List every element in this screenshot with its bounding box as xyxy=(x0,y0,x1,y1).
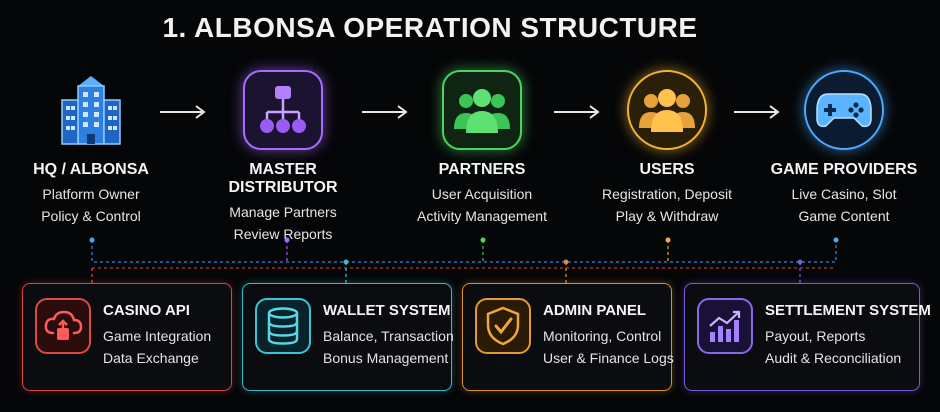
module-desc-1: Monitoring, Control xyxy=(543,328,662,344)
node-desc-1: User Acquisition xyxy=(431,186,533,202)
module-title: CASINO API xyxy=(103,302,190,319)
module-title: ADMIN PANEL xyxy=(543,302,647,319)
module-title: WALLET SYSTEM xyxy=(323,302,451,319)
chart-icon xyxy=(697,298,753,354)
building-icon xyxy=(51,70,131,150)
users-icon xyxy=(627,70,707,150)
node-desc-1: Registration, Deposit xyxy=(602,186,732,202)
module-desc-2: Bonus Management xyxy=(323,350,449,366)
module-desc-1: Balance, Transaction xyxy=(323,328,454,344)
shield-icon xyxy=(475,298,531,354)
gamepad-icon xyxy=(804,70,884,150)
node-desc-1: Manage Partners xyxy=(229,204,337,220)
module-casino-api: CASINO API Game Integration Data Exchang… xyxy=(22,283,232,391)
module-title: SETTLEMENT SYSTEM xyxy=(765,302,931,319)
node-desc-2: Policy & Control xyxy=(41,208,141,224)
node-master-distributor: MASTER DISTRIBUTOR Manage Partners Revie… xyxy=(193,70,373,245)
node-partners: PARTNERS User Acquisition Activity Manag… xyxy=(392,70,572,227)
cloud-api-icon xyxy=(35,298,91,354)
arrow-right-icon xyxy=(734,105,780,119)
page-title: 1. ALBONSA OPERATION STRUCTURE xyxy=(162,12,698,43)
node-users: USERS Registration, Deposit Play & Withd… xyxy=(577,70,757,227)
node-hq: HQ / ALBONSA Platform Owner Policy & Con… xyxy=(1,70,181,227)
node-desc-2: Play & Withdraw xyxy=(615,208,719,224)
module-desc-2: User & Finance Logs xyxy=(543,350,674,366)
arrow-right-icon xyxy=(554,105,600,119)
node-desc-2: Activity Management xyxy=(417,208,547,224)
module-desc-1: Payout, Reports xyxy=(765,328,866,344)
arrow-right-icon xyxy=(362,105,408,119)
module-desc-2: Audit & Reconciliation xyxy=(765,350,902,366)
node-label: MASTER DISTRIBUTOR xyxy=(228,161,338,196)
node-game-providers: GAME PROVIDERS Live Casino, Slot Game Co… xyxy=(754,70,934,227)
module-wallet-system: WALLET SYSTEM Balance, Transaction Bonus… xyxy=(242,283,454,391)
module-desc-2: Data Exchange xyxy=(103,350,199,366)
module-settlement-system: SETTLEMENT SYSTEM Payout, Reports Audit … xyxy=(684,283,931,391)
arrow-right-icon xyxy=(160,105,206,119)
module-admin-panel: ADMIN PANEL Monitoring, Control User & F… xyxy=(462,283,674,391)
node-desc-1: Live Casino, Slot xyxy=(791,186,897,202)
node-label: HQ / ALBONSA xyxy=(33,161,149,178)
node-label: USERS xyxy=(639,161,695,178)
node-label: GAME PROVIDERS xyxy=(770,161,918,178)
node-desc-2: Review Reports xyxy=(233,226,333,242)
node-desc-2: Game Content xyxy=(798,208,890,224)
node-label: PARTNERS xyxy=(438,161,526,178)
node-desc-1: Platform Owner xyxy=(42,186,140,202)
group-icon xyxy=(442,70,522,150)
database-icon xyxy=(255,298,311,354)
module-desc-1: Game Integration xyxy=(103,328,212,344)
hierarchy-icon xyxy=(243,70,323,150)
